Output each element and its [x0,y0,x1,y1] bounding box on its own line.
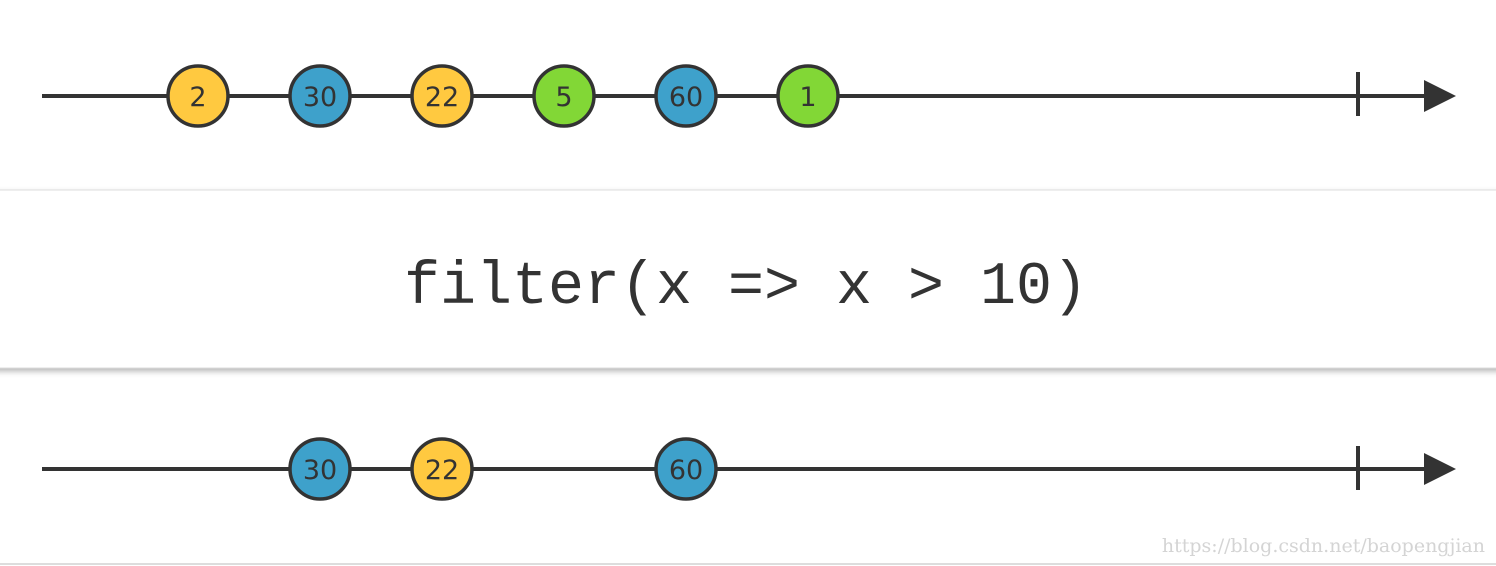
output-timeline: 30 22 60 [42,437,1456,501]
input-marble-circle [532,64,596,128]
output-marble-circle [288,437,352,501]
output-marble: 30 [288,437,352,501]
operator-box: filter(x => x > 10) [0,189,1496,369]
input-marble: 2 [166,64,230,128]
input-marble: 60 [654,64,718,128]
input-arrow-head [1424,80,1456,112]
output-marble-label: 60 [669,455,703,486]
output-marble: 60 [654,437,718,501]
input-marble-label: 1 [799,82,816,113]
input-marble-circle [288,64,352,128]
input-marble-label: 5 [555,82,572,113]
input-marble-label: 2 [189,82,206,113]
output-marble-circle [410,437,474,501]
input-marble: 30 [288,64,352,128]
watermark-text: https://blog.csdn.net/baopengjian [1162,535,1485,557]
input-timeline: 2 30 22 5 60 1 [42,64,1456,128]
output-marble-circle [654,437,718,501]
input-marble: 5 [532,64,596,128]
input-marble-circle [654,64,718,128]
output-marble-label: 22 [425,455,459,486]
input-marbles: 2 30 22 5 60 1 [166,64,840,128]
input-marble: 1 [776,64,840,128]
output-arrow-head [1424,453,1456,485]
operator-label: filter(x => x > 10) [404,254,1088,322]
output-marble: 22 [410,437,474,501]
operator-box-rect [0,189,1496,369]
input-marble-label: 30 [303,82,337,113]
input-marble-circle [776,64,840,128]
input-marble-label: 22 [425,82,459,113]
input-marble-label: 60 [669,82,703,113]
input-marble-circle [166,64,230,128]
output-marble-label: 30 [303,455,337,486]
input-marble: 22 [410,64,474,128]
input-marble-circle [410,64,474,128]
output-marbles: 30 22 60 [288,437,718,501]
